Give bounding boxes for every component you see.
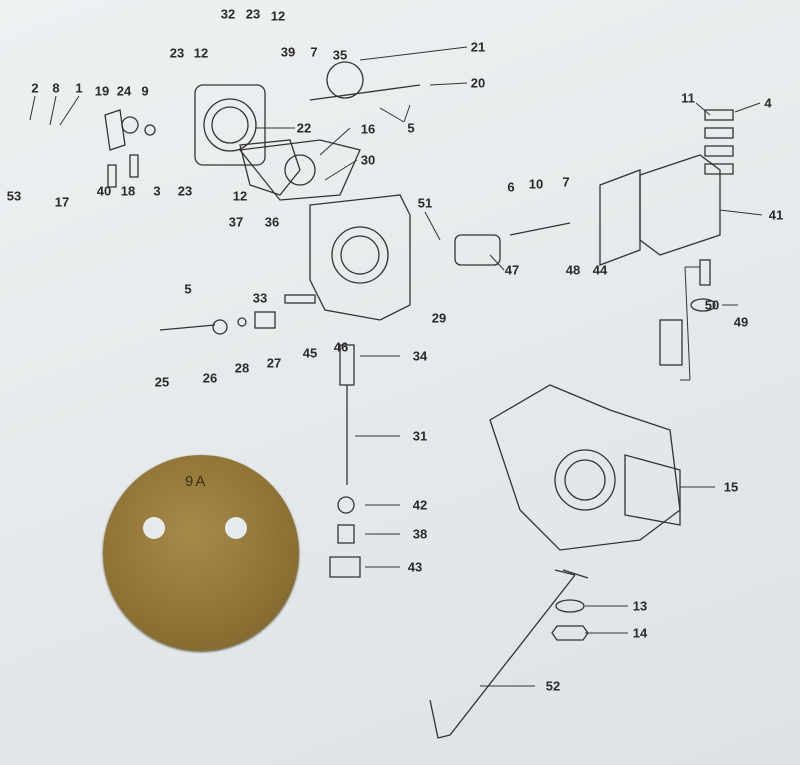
part-label: 49 — [733, 314, 749, 330]
part-label: 38 — [412, 526, 428, 542]
part-label: 3 — [153, 183, 161, 199]
part-label: 43 — [407, 559, 423, 575]
part-label: 40 — [96, 183, 112, 199]
part-label: 4 — [764, 95, 772, 111]
part-label: 51 — [417, 195, 433, 211]
part-label: 23 — [245, 6, 261, 22]
part-label: 1 — [75, 80, 83, 96]
part-label: 44 — [592, 262, 608, 278]
part-label: 35 — [332, 47, 348, 63]
part-label: 50 — [704, 297, 720, 313]
assembled-carburetor-drawing — [489, 384, 681, 551]
disc-hole — [225, 517, 247, 539]
brass-disc-plate: 9A — [103, 455, 299, 651]
part-label: 45 — [302, 345, 318, 361]
part-label: 23 — [169, 45, 185, 61]
part-label: 7 — [562, 174, 570, 190]
part-label: 5 — [407, 120, 415, 136]
part-label: 8 — [52, 80, 60, 96]
part-label: 34 — [412, 348, 428, 364]
part-label: 13 — [632, 598, 648, 614]
part-label: 5 — [184, 281, 192, 297]
part-label: 39 — [280, 44, 296, 60]
leader-lines — [29, 46, 763, 687]
part-label: 14 — [632, 625, 648, 641]
part-label: 42 — [412, 497, 428, 513]
part-label: 41 — [768, 207, 784, 223]
part-label: 53 — [6, 188, 22, 204]
part-label: 28 — [234, 360, 250, 376]
part-label: 12 — [270, 8, 286, 24]
throttle-body-drawing — [194, 84, 361, 201]
part-label: 16 — [360, 121, 376, 137]
part-label: 47 — [504, 262, 520, 278]
jet-and-needle-drawing — [329, 344, 361, 578]
disc-hole — [143, 517, 165, 539]
disc-stamp: 9A — [185, 473, 208, 490]
part-label: 37 — [228, 214, 244, 230]
main-body-drawing — [309, 194, 411, 321]
part-label: 6 — [507, 179, 515, 195]
part-label: 23 — [177, 183, 193, 199]
part-label: 25 — [154, 374, 170, 390]
part-label: 29 — [431, 310, 447, 326]
part-label: 20 — [470, 75, 486, 91]
part-label: 12 — [232, 188, 248, 204]
part-label: 18 — [120, 183, 136, 199]
part-label: 11 — [681, 90, 695, 106]
part-label: 7 — [310, 44, 318, 60]
part-label: 19 — [94, 83, 110, 99]
float-bowl-drawing — [599, 154, 721, 266]
part-label: 36 — [264, 214, 280, 230]
part-label: 22 — [296, 120, 312, 136]
part-label: 52 — [545, 678, 561, 694]
part-label: 26 — [202, 370, 218, 386]
part-label: 27 — [266, 355, 282, 371]
part-label: 17 — [54, 194, 70, 210]
part-label: 32 — [220, 6, 236, 22]
part-label: 24 — [116, 83, 132, 99]
part-label: 15 — [723, 479, 739, 495]
part-label: 30 — [360, 152, 376, 168]
part-label: 33 — [252, 290, 268, 306]
part-label: 31 — [412, 428, 428, 444]
part-label: 48 — [565, 262, 581, 278]
part-label: 9 — [141, 83, 149, 99]
part-label: 10 — [528, 176, 544, 192]
small-hardware-drawing — [104, 61, 734, 366]
part-label: 46 — [333, 339, 349, 355]
part-label: 12 — [193, 45, 209, 61]
bracket-drawing — [429, 569, 589, 739]
part-label: 2 — [31, 80, 39, 96]
part-label: 21 — [470, 39, 486, 55]
float-needle-drawing — [509, 222, 571, 236]
float-drawing — [454, 234, 501, 266]
